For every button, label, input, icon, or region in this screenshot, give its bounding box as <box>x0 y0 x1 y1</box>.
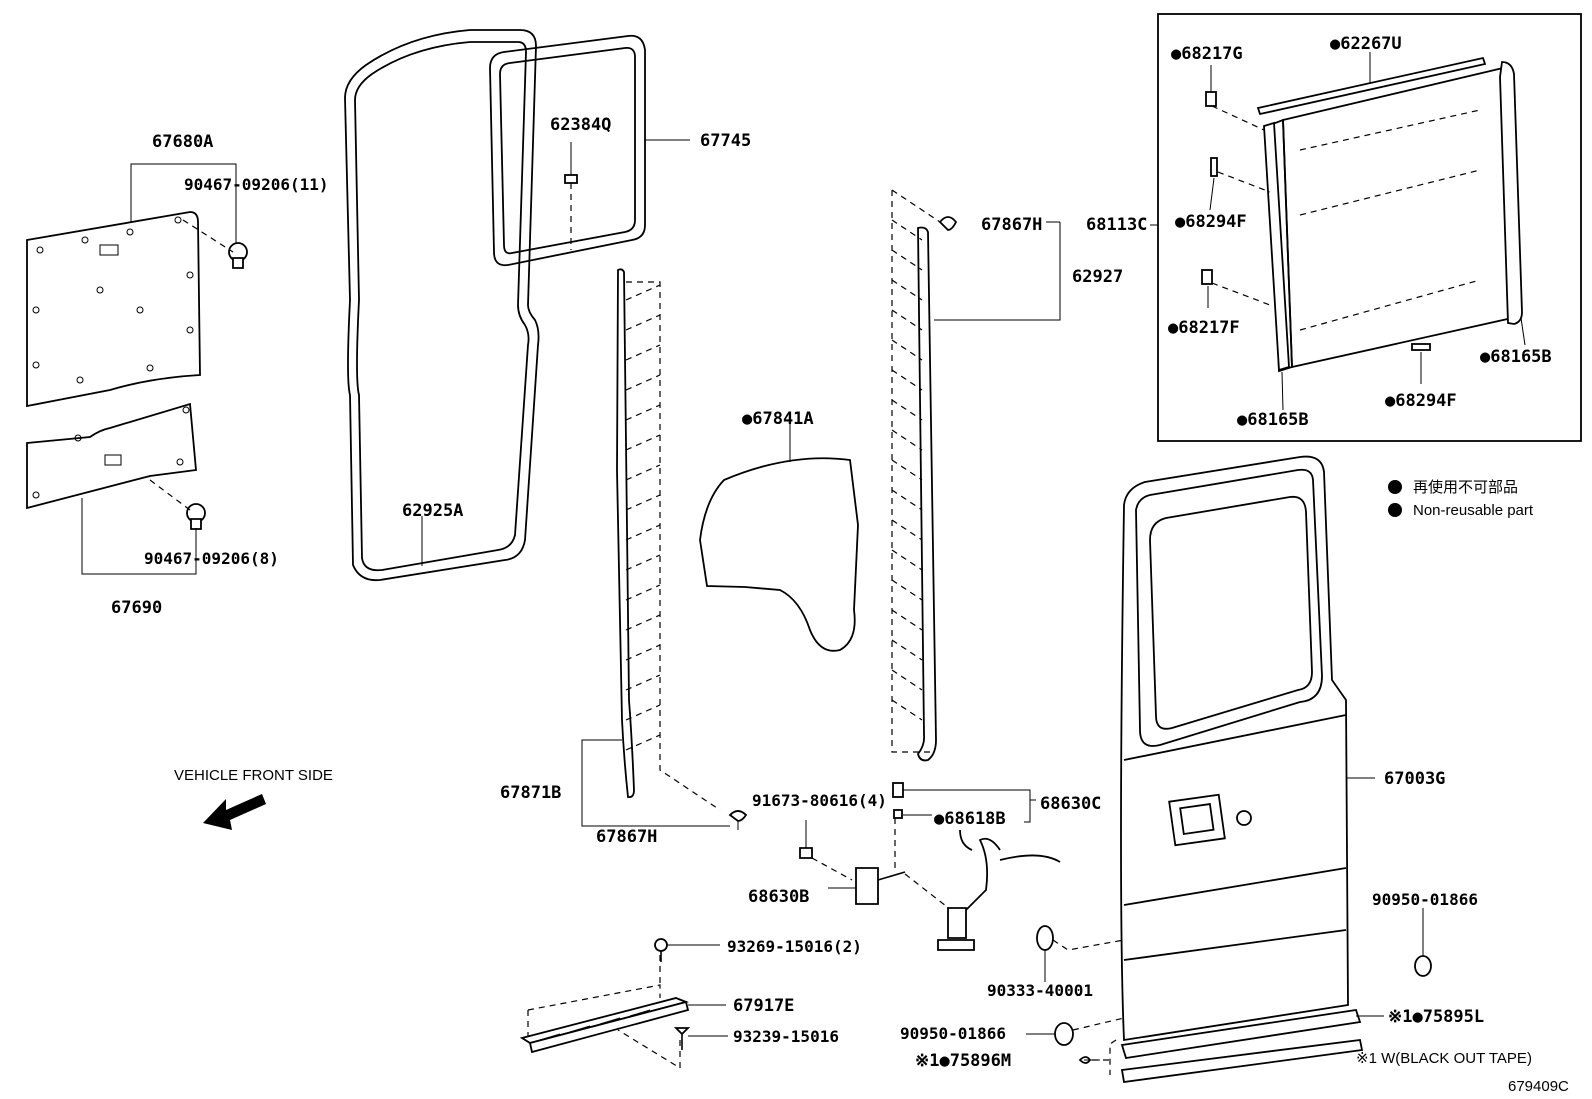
direction-label: VEHICLE FRONT SIDE <box>174 767 333 784</box>
part-label[interactable]: ●68217G <box>1171 44 1243 64</box>
part-label[interactable]: 67745 <box>700 131 751 151</box>
part-label[interactable]: 67003G <box>1384 769 1445 789</box>
part-label[interactable]: 62927 <box>1072 267 1123 287</box>
part-label[interactable]: 93269-15016(2) <box>727 937 862 956</box>
part-label[interactable]: ※1●75895L <box>1388 1007 1484 1027</box>
part-label[interactable]: 67871B <box>500 783 561 803</box>
part-label[interactable]: 62925A <box>402 501 463 521</box>
part-label[interactable]: 68630B <box>748 887 809 907</box>
part-label[interactable]: ●62267U <box>1330 34 1402 54</box>
part-label[interactable]: 68113C <box>1086 215 1147 235</box>
part-label[interactable]: 90467-09206(8) <box>144 549 279 568</box>
part-label[interactable]: 68630C <box>1040 794 1101 814</box>
part-label[interactable]: ●68217F <box>1168 318 1240 338</box>
part-label[interactable]: 90467-09206(11) <box>184 175 329 194</box>
part-label[interactable]: 67867H <box>981 215 1042 235</box>
part-label[interactable]: 67680A <box>152 132 213 152</box>
part-label[interactable]: ●68618B <box>934 809 1006 829</box>
weatherstrip-drawing <box>344 29 540 582</box>
legend-dot-icon <box>1388 503 1402 517</box>
diagram-code: 679409C <box>1508 1078 1569 1095</box>
inset-frame <box>1157 13 1582 442</box>
part-label[interactable]: 67867H <box>596 827 657 847</box>
step-plate-drawing <box>519 938 728 1070</box>
part-label[interactable]: ●68294F <box>1175 212 1247 232</box>
part-label[interactable]: 90950-01866 <box>1372 890 1478 909</box>
part-label[interactable]: 67690 <box>111 598 162 618</box>
glass-assembly-drawing <box>1201 52 1526 411</box>
door-shell-drawing <box>1026 455 1432 1084</box>
part-label[interactable]: 93239-15016 <box>733 1027 839 1046</box>
part-label[interactable]: 67917E <box>733 996 794 1016</box>
part-label[interactable]: 91673-80616(4) <box>752 791 887 810</box>
part-label[interactable]: ●68165B <box>1480 347 1552 367</box>
insulation-pad-drawing <box>699 420 859 652</box>
hinge-drawing <box>799 782 1061 951</box>
part-label[interactable]: ※1●75896M <box>915 1051 1011 1071</box>
part-label[interactable]: ●68294F <box>1385 391 1457 411</box>
legend-jp: 再使用不可部品 <box>1413 479 1518 496</box>
rear-weatherstrip-drawing <box>891 189 1061 762</box>
front-weatherstrip-drawing <box>581 268 748 830</box>
arrow-left-down-icon <box>203 794 266 830</box>
part-label[interactable]: ●68165B <box>1237 410 1309 430</box>
trim-board-drawing <box>26 163 248 575</box>
window-glass-run-drawing <box>489 34 690 267</box>
part-label[interactable]: 90333-40001 <box>987 981 1093 1000</box>
legend-dot-icon <box>1388 480 1402 494</box>
part-label[interactable]: 62384Q <box>550 115 611 135</box>
part-label[interactable]: 90950-01866 <box>900 1024 1006 1043</box>
tape-note: ※1 W(BLACK OUT TAPE) <box>1356 1050 1532 1067</box>
legend-en: Non-reusable part <box>1413 502 1534 519</box>
part-label[interactable]: ●67841A <box>742 409 814 429</box>
